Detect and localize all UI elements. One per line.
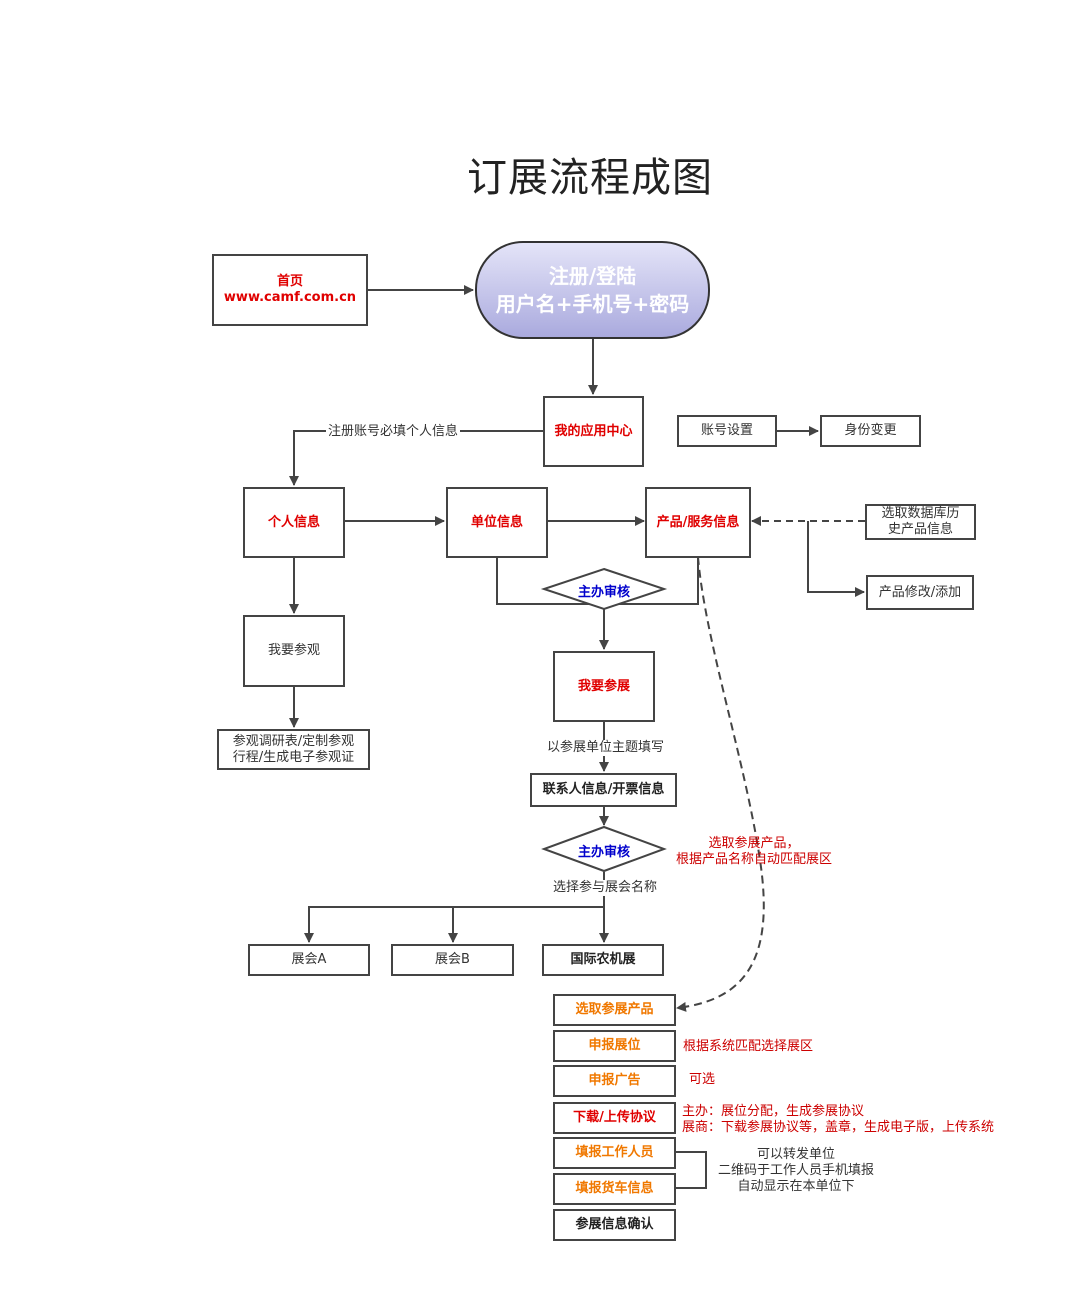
login-title: 注册/登陆 xyxy=(548,264,637,288)
login-node[interactable]: 注册/登陆 用户名+手机号+密码 xyxy=(475,241,710,339)
home-url: www.camf.com.cn xyxy=(223,290,357,305)
visit-form-line1: 参观调研表/定制参观 xyxy=(232,733,355,749)
agreement-note: 主办：展位分配，生成参展协议 展商：下载参展协议等，盖章，生成电子版，上传系统 xyxy=(682,1104,994,1136)
contact-invoice-node[interactable]: 联系人信息/开票信息 xyxy=(530,773,677,807)
host-review-decision-2: 主办审核 xyxy=(577,845,630,860)
select-products-node[interactable]: 选取参展产品 xyxy=(553,994,676,1026)
select-products-note-line1: 选取参展产品， xyxy=(708,836,800,851)
select-history-line1: 选取数据库历 xyxy=(881,506,960,521)
contact-invoice-label: 联系人信息/开票信息 xyxy=(542,782,665,797)
expo-b-label: 展会B xyxy=(435,952,470,967)
account-settings-label: 账号设置 xyxy=(700,423,753,438)
expo-a-node[interactable]: 展会A xyxy=(248,944,370,976)
personal-info-node[interactable]: 个人信息 xyxy=(243,487,345,558)
product-edit-node[interactable]: 产品修改/添加 xyxy=(866,575,974,610)
apply-ad-label: 申报广告 xyxy=(588,1073,641,1088)
choose-expo-note: 选择参与展会名称 xyxy=(551,880,660,896)
select-products-label: 选取参展产品 xyxy=(575,1002,654,1017)
intl-agri-expo-label: 国际农机展 xyxy=(570,952,636,967)
apply-booth-node[interactable]: 申报展位 xyxy=(553,1030,676,1062)
product-edit-label: 产品修改/添加 xyxy=(878,584,962,600)
expo-b-node[interactable]: 展会B xyxy=(391,944,514,976)
identity-change-label: 身份变更 xyxy=(844,423,897,438)
staff-label: 填报工作人员 xyxy=(575,1145,654,1160)
unit-theme-note: 以参展单位主题填写 xyxy=(545,740,667,756)
agreement-node[interactable]: 下载/上传协议 xyxy=(553,1102,676,1134)
visit-label: 我要参观 xyxy=(267,643,320,658)
exhibit-label: 我要参展 xyxy=(577,678,630,694)
identity-change-node[interactable]: 身份变更 xyxy=(820,415,921,447)
intl-agri-expo-node[interactable]: 国际农机展 xyxy=(542,944,664,976)
host-review-decision-1: 主办审核 xyxy=(577,585,630,600)
unit-info-label: 单位信息 xyxy=(470,514,523,530)
apply-booth-label: 申报展位 xyxy=(588,1038,641,1053)
agreement-note-line2: 展商：下载参展协议等，盖章，生成电子版，上传系统 xyxy=(682,1120,995,1135)
select-history-line2: 史产品信息 xyxy=(887,522,953,537)
unit-info-node[interactable]: 单位信息 xyxy=(446,487,548,558)
truck-label: 填报货车信息 xyxy=(575,1181,654,1196)
select-products-note: 选取参展产品， 根据产品名称自动匹配展区 xyxy=(676,836,832,868)
ad-note: 可选 xyxy=(689,1072,716,1087)
exhibit-node[interactable]: 我要参展 xyxy=(553,651,655,722)
home-title: 首页 xyxy=(276,274,303,289)
agreement-note-line1: 主办：展位分配，生成参展协议 xyxy=(682,1104,865,1119)
product-info-node[interactable]: 产品/服务信息 xyxy=(645,487,751,558)
app-center-label: 我的应用中心 xyxy=(554,423,633,439)
staff-note-line2: 二维码于工作人员手机填报 xyxy=(717,1163,874,1178)
confirm-label: 参展信息确认 xyxy=(575,1217,654,1232)
product-info-label: 产品/服务信息 xyxy=(656,514,740,530)
personal-info-label: 个人信息 xyxy=(267,514,320,530)
truck-node[interactable]: 填报货车信息 xyxy=(553,1173,676,1205)
app-center-node[interactable]: 我的应用中心 xyxy=(543,396,644,467)
visit-form-node[interactable]: 参观调研表/定制参观 行程/生成电子参观证 xyxy=(217,729,370,770)
agreement-label: 下载/上传协议 xyxy=(573,1110,656,1125)
login-subtitle: 用户名+手机号+密码 xyxy=(495,292,690,316)
visit-form-line2: 行程/生成电子参观证 xyxy=(232,749,355,765)
staff-note-line3: 自动显示在本单位下 xyxy=(737,1179,855,1194)
staff-node[interactable]: 填报工作人员 xyxy=(553,1137,676,1169)
apply-ad-node[interactable]: 申报广告 xyxy=(553,1065,676,1097)
register-note: 注册账号必填个人信息 xyxy=(326,424,461,440)
select-history-node[interactable]: 选取数据库历 史产品信息 xyxy=(865,504,976,540)
staff-note: 可以转发单位 二维码于工作人员手机填报 自动显示在本单位下 xyxy=(706,1147,886,1195)
select-products-note-line2: 根据产品名称自动匹配展区 xyxy=(676,852,833,867)
account-settings-node[interactable]: 账号设置 xyxy=(677,415,777,447)
confirm-node[interactable]: 参展信息确认 xyxy=(553,1209,676,1241)
visit-node[interactable]: 我要参观 xyxy=(243,615,345,687)
home-node[interactable]: 首页 www.camf.com.cn xyxy=(212,254,368,326)
page-title: 订展流程成图 xyxy=(467,155,713,201)
staff-note-line1: 可以转发单位 xyxy=(756,1147,835,1162)
booth-note: 根据系统匹配选择展区 xyxy=(683,1039,814,1054)
expo-a-label: 展会A xyxy=(291,952,327,967)
